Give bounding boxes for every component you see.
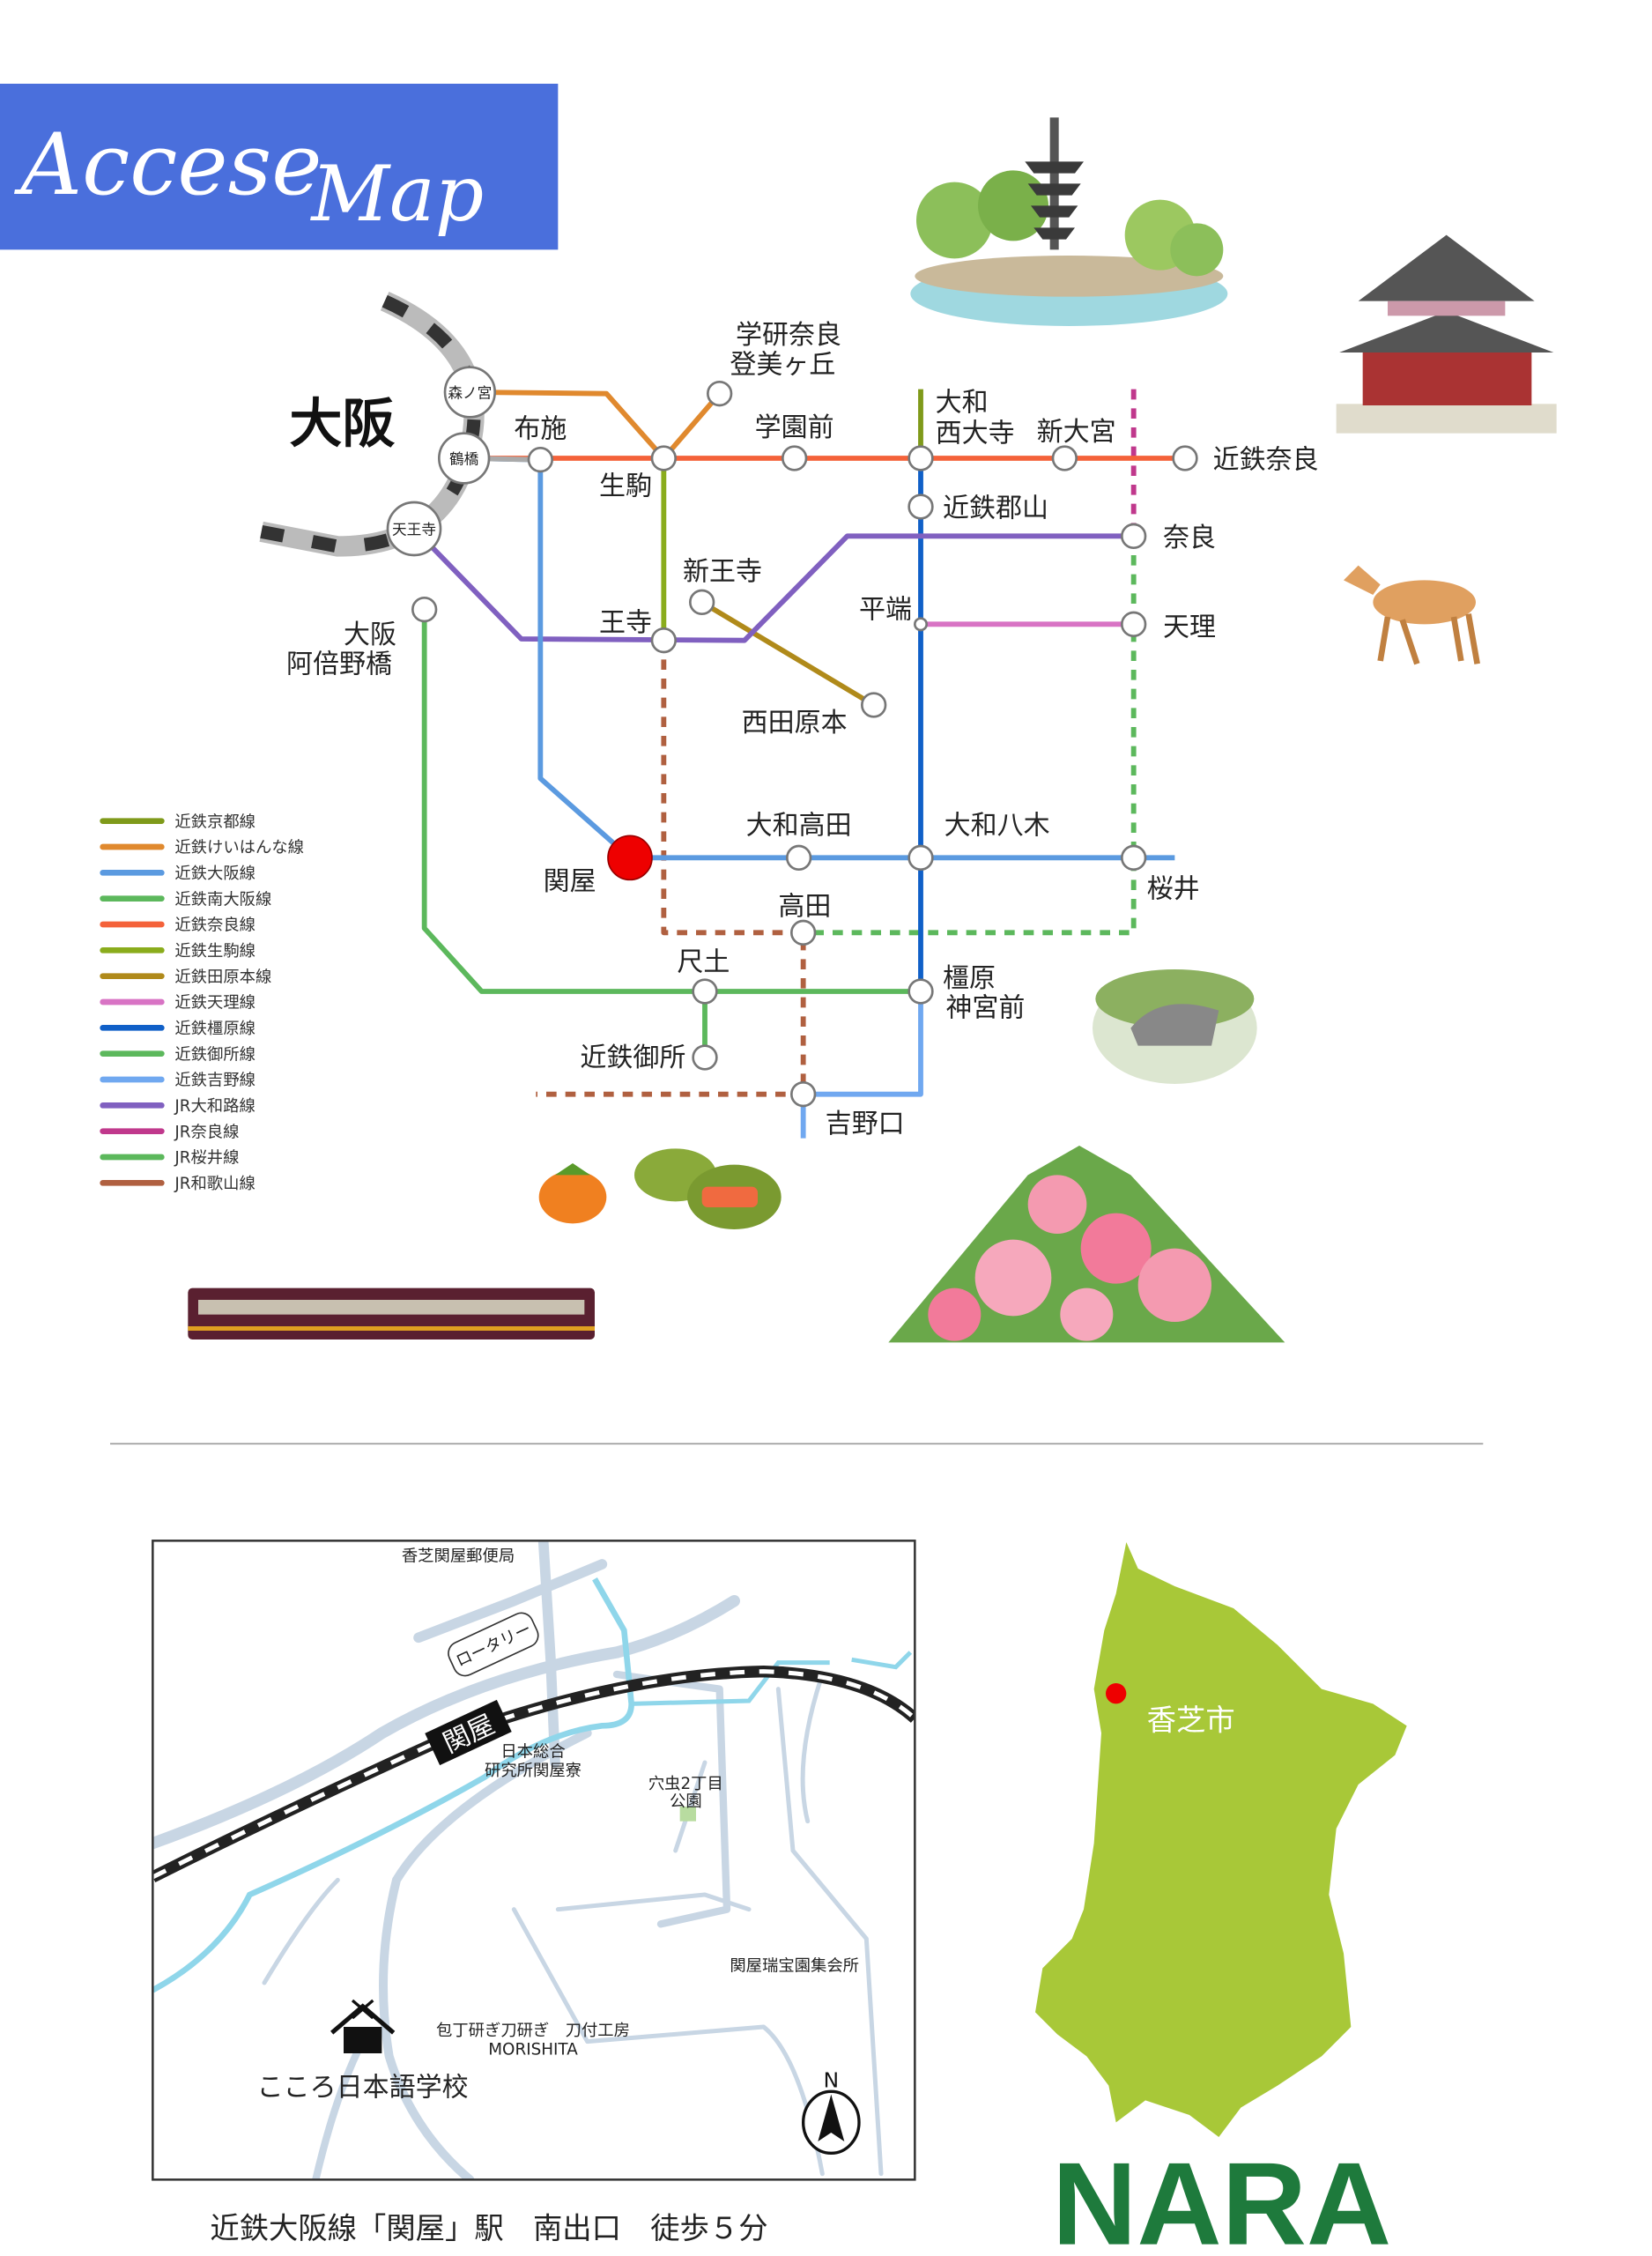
hall-label: 関屋瑞宝園集会所 <box>730 1957 859 1976</box>
shop-label-2: MORISHITA <box>488 2041 578 2059</box>
legend-label: JR桜井線 <box>174 1149 239 1168</box>
legend-label: JR和歌山線 <box>174 1175 255 1193</box>
title-line1: Accese <box>13 115 322 214</box>
legend-label: 近鉄吉野線 <box>174 1072 256 1090</box>
station-tennoji: 天王寺 <box>392 522 436 538</box>
station-yamato-takada: 大和高田 <box>746 811 852 842</box>
nara-title: NARA <box>1052 2139 1391 2256</box>
pagoda-illustration <box>910 117 1228 326</box>
legend-label: 近鉄奈良線 <box>174 916 256 935</box>
station-sakurai: 桜井 <box>1147 873 1200 904</box>
keihanna-line <box>470 390 722 461</box>
station-shin-oji: 新王寺 <box>683 556 762 587</box>
osaka-loop-dashes <box>260 294 481 553</box>
station-yamato-yagi: 大和八木 <box>945 811 1050 842</box>
station-gakken-2: 登美ヶ丘 <box>730 349 835 380</box>
jr-wakayama-line <box>536 640 806 1097</box>
jr-sakurai-line <box>803 536 1137 936</box>
dorm-label-1: 日本総合 <box>500 1742 565 1761</box>
station-shinomiya: 新大宮 <box>1037 417 1116 448</box>
tawaramoto-line <box>700 599 876 708</box>
jr-yamatoji-line <box>411 526 1134 643</box>
station-kintetsu-nara: 近鉄奈良 <box>1213 445 1319 476</box>
park-label-1: 穴虫2丁目 <box>648 1775 723 1793</box>
train-illustration <box>188 1288 596 1340</box>
local-map: 香芝関屋郵便局 ロータリー 関屋 日本総合 研究所関屋寮 穴虫2丁目 公園 関屋… <box>152 1540 916 2181</box>
legend-label: JR奈良線 <box>174 1123 239 1141</box>
legend-label: 近鉄生駒線 <box>174 942 256 961</box>
legend: 近鉄京都線近鉄けいはんな線近鉄大阪線近鉄南大阪線近鉄奈良線近鉄生駒線近鉄田原本線… <box>100 813 304 1193</box>
station-tenri: 天理 <box>1163 612 1216 643</box>
kashiba-label: 香芝市 <box>1147 1703 1235 1737</box>
post-office-label: 香芝関屋郵便局 <box>402 1547 515 1566</box>
deer-illustration <box>1344 565 1480 665</box>
station-abeno-2: 阿倍野橋 <box>286 649 392 679</box>
kakinoha-sushi-illustration <box>634 1148 782 1229</box>
station-saidaiji-2: 西大寺 <box>936 419 1015 449</box>
station-takada: 高田 <box>778 891 831 922</box>
flower-hill-illustration <box>888 1146 1285 1343</box>
station-gakken-1: 学研奈良 <box>736 320 841 351</box>
temple-illustration <box>1336 234 1557 434</box>
north-label: N <box>824 2067 839 2092</box>
legend-label: 近鉄田原本線 <box>174 968 271 986</box>
legend-label: 近鉄けいはんな線 <box>174 839 304 857</box>
station-nara: 奈良 <box>1163 523 1216 553</box>
title-line2: Map <box>309 151 484 239</box>
title-banner: Accese Map <box>0 84 559 250</box>
stone-illustration <box>1093 969 1257 1084</box>
station-tsuruhashi: 鶴橋 <box>449 451 479 468</box>
station-ikoma: 生駒 <box>599 471 652 502</box>
legend-label: 近鉄橿原線 <box>174 1020 256 1038</box>
minami-osaka-line <box>421 609 921 994</box>
station-nishitawaramoto: 西田原本 <box>742 708 848 738</box>
nara-prefecture-map: 香芝市 NARA <box>1035 1542 1407 2256</box>
station-koriyama: 近鉄郡山 <box>943 494 1048 524</box>
kashiba-marker <box>1106 1683 1127 1704</box>
legend-label: 近鉄御所線 <box>174 1045 256 1064</box>
station-shakudo: 尺土 <box>677 947 730 978</box>
station-morinomiya: 森ノ宮 <box>448 385 492 402</box>
station-abeno-1: 大阪 <box>344 620 396 650</box>
access-caption: 近鉄大阪線「関屋」駅 南出口 徒歩５分 <box>210 2211 767 2245</box>
station-kashihara-1: 橿原 <box>943 963 996 994</box>
school-label: こころ日本語学校 <box>257 2072 469 2103</box>
station-gose: 近鉄御所 <box>580 1043 685 1073</box>
station-hirahata: 平端 <box>859 595 912 626</box>
legend-label: 近鉄大阪線 <box>174 865 256 883</box>
station-saidaiji-1: 大和 <box>936 388 989 419</box>
osaka-label: 大阪 <box>289 394 395 456</box>
persimmon-illustration <box>538 1163 607 1224</box>
park-label-2: 公園 <box>670 1792 702 1811</box>
school-icon <box>330 1999 396 2053</box>
station-yoshinoguchi: 吉野口 <box>826 1109 905 1139</box>
legend-label: JR大和路線 <box>174 1097 255 1116</box>
yoshino-line <box>800 991 923 1139</box>
legend-label: 近鉄京都線 <box>174 813 256 831</box>
north-arrow-icon: N <box>802 2067 861 2155</box>
station-fuse: 布施 <box>514 414 567 445</box>
dorm-label-2: 研究所関屋寮 <box>485 1762 582 1780</box>
station-gakuenmae: 学園前 <box>755 412 834 443</box>
legend-label: 近鉄南大阪線 <box>174 890 271 909</box>
station-oji: 王寺 <box>599 608 652 639</box>
legend-label: 近鉄天理線 <box>174 994 256 1013</box>
shop-label-1: 包丁研ぎ刀研ぎ 刀付工房 <box>436 2022 630 2040</box>
station-sekiya: 関屋 <box>544 866 596 897</box>
sekiya-station-label: 関屋 <box>439 1709 500 1759</box>
osaka-line <box>463 456 1175 861</box>
station-kashihara-2: 神宮前 <box>945 992 1025 1023</box>
